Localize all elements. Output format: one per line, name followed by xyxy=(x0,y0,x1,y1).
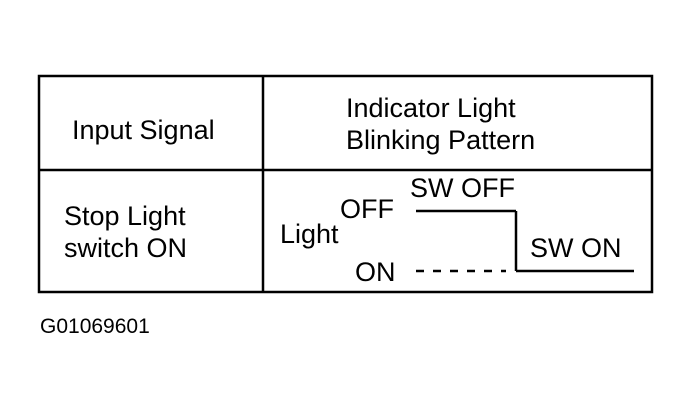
row-input-line1: Stop Light xyxy=(64,201,186,231)
waveform-level-on-label: ON xyxy=(355,257,396,287)
waveform-sw-on-label: SW ON xyxy=(530,233,622,263)
row-input-line2: switch ON xyxy=(64,233,188,263)
row-input-stop-light: Stop Light switch ON xyxy=(64,200,187,264)
header-blinking-pattern-line1: Indicator Light xyxy=(346,93,516,123)
table-border xyxy=(37,74,654,294)
waveform-axis-label: Light xyxy=(280,219,339,249)
waveform-level-off-label: OFF xyxy=(340,194,394,224)
header-input-signal: Input Signal xyxy=(72,115,215,145)
header-blinking-pattern: Indicator Light Blinking Pattern xyxy=(346,92,535,156)
figure-id: G01069601 xyxy=(40,315,150,338)
header-blinking-pattern-line2: Blinking Pattern xyxy=(346,125,536,155)
waveform-sw-off-label: SW OFF xyxy=(410,173,515,203)
